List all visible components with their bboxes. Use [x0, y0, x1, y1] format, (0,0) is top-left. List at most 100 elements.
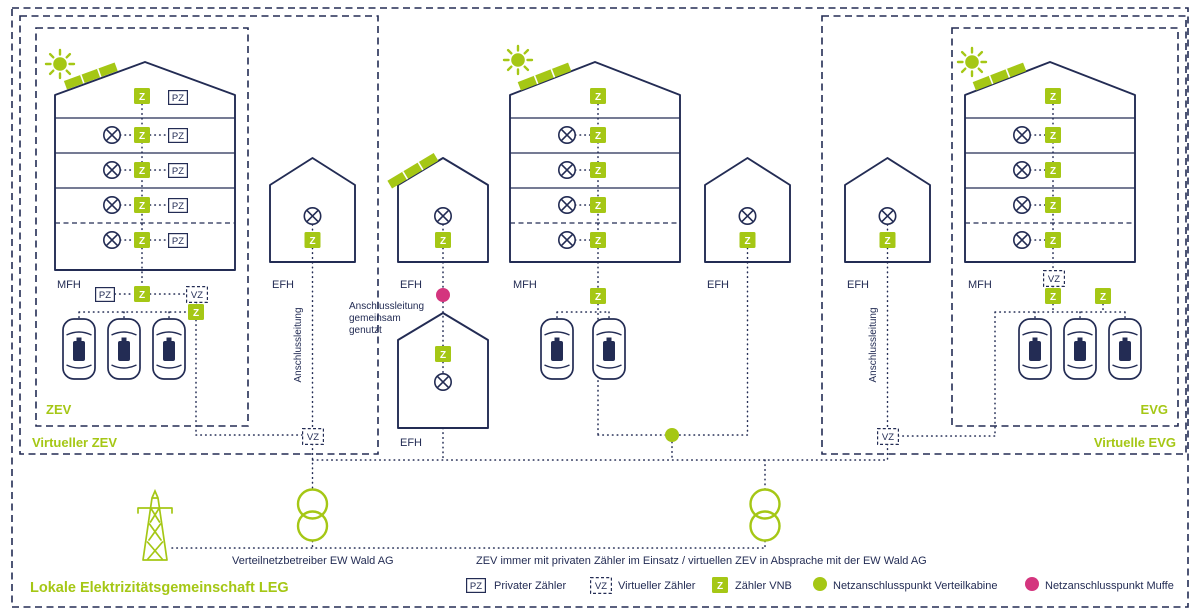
lamp-icon: [738, 207, 757, 225]
ev-car-icon: [1063, 318, 1097, 380]
evg-boundary: [951, 27, 1179, 427]
netzanschlusspunkt-muffe-dot: [436, 288, 450, 302]
meter-z: [590, 162, 606, 178]
lamp-icon: [1012, 161, 1031, 179]
meter-z: [304, 232, 321, 248]
lamp-icon: [103, 126, 121, 144]
lamp-icon: [1012, 196, 1031, 214]
legend: Privater Zähler Virtueller Zähler Zähler…: [466, 576, 1174, 595]
shared-line-label-1: Anschlussleitung: [349, 301, 424, 312]
lamp-icon: [557, 196, 577, 214]
mfh-left-internal-lines: [119, 103, 169, 287]
private-meter-pz: [168, 163, 188, 178]
legend-meter-z-icon: [712, 577, 728, 593]
grid-operator-label: Verteilnetzbetreiber EW Wald AG: [232, 555, 394, 567]
efh-5-label: EFH: [847, 279, 869, 291]
boundaries: [11, 7, 1189, 608]
private-meter-pz: [168, 89, 188, 106]
transformer-icon: [296, 488, 329, 542]
mfh-left-floors: [55, 117, 235, 189]
efh-2-label: EFH: [400, 279, 422, 291]
ev-car-icon: [592, 318, 626, 380]
netzanschlusspunkt-verteilkabine-dot: [665, 428, 679, 442]
building-labels: MFH EFH EFH EFH MFH EFH EFH MFH: [57, 279, 992, 449]
ev-car-icon: [107, 318, 141, 380]
legend-verteilkabine-dot: [813, 577, 827, 591]
shared-line-label-2: gemeinsam: [349, 313, 401, 324]
meter-z: [879, 232, 896, 248]
meter-z: [590, 288, 606, 304]
meter-z: [1045, 88, 1061, 104]
legend-private-meter-icon: [466, 577, 486, 594]
lamp-icon: [878, 207, 897, 225]
zev-note: ZEV immer mit privaten Zähler im Einsatz…: [476, 555, 927, 567]
lamp-icon: [433, 372, 453, 392]
virtual-meter-vz: [186, 286, 208, 303]
mfh-right-floors: [965, 117, 1135, 189]
private-meter-pz: [168, 233, 188, 248]
legend-verteilkabine-label: Netzanschlusspunkt Verteilkabine: [833, 580, 997, 592]
ev-car-icon: [540, 318, 574, 380]
lamp-icon: [303, 207, 322, 225]
meter-z: [134, 88, 150, 104]
virtual-evg-boundary: [821, 15, 1187, 455]
private-meter-pz: [168, 198, 188, 213]
evg-group-lines: [897, 103, 1126, 437]
mfh-middle-label: MFH: [513, 279, 537, 291]
leg-label: Lokale Elektrizitätsgemeinschaft LEG: [30, 580, 289, 596]
meter-z: [590, 197, 606, 213]
footer-texts: Verteilnetzbetreiber EW Wald AG ZEV imme…: [232, 555, 927, 567]
meter-z: [1045, 288, 1061, 304]
legend-muffe-label: Netzanschlusspunkt Muffe: [1045, 580, 1174, 592]
lamp-icon: [433, 207, 453, 225]
anschlussleitung-label-right: Anschlussleitung: [868, 307, 879, 382]
meter-z: [134, 162, 150, 178]
meter-z: [1095, 288, 1111, 304]
sun-icon: [502, 44, 534, 76]
virtual-zev-boundary: [19, 15, 379, 455]
meter-z: [134, 286, 150, 302]
meter-z: [188, 304, 204, 320]
ev-car-icon: [152, 318, 186, 380]
boundary-labels: ZEV Virtueller ZEV EVG Virtuelle EVG Lok…: [30, 402, 1176, 596]
lamp-icon: [103, 196, 121, 214]
power-pylon-icon: [137, 490, 173, 561]
virtual-meter-vz: [1042, 270, 1066, 287]
meter-z: [1045, 197, 1061, 213]
connection-labels: Anschlussleitung Anschlussleitung Anschl…: [293, 301, 879, 383]
lamp-icon: [557, 231, 577, 249]
evg-label: EVG: [1141, 402, 1168, 417]
floor-separators: [55, 117, 1135, 224]
meter-z: [739, 232, 756, 248]
meter-z: [590, 88, 606, 104]
legend-meter-z-label: Zähler VNB: [735, 580, 792, 592]
lamp-icon: [557, 126, 577, 144]
efh-3-house: [397, 312, 489, 429]
virtual-zev-label: Virtueller ZEV: [32, 435, 117, 450]
shared-line-label-3: genutzt: [349, 325, 382, 336]
efh-4-label: EFH: [707, 279, 729, 291]
lamp-icon: [1012, 126, 1031, 144]
virtual-evg-label: Virtuelle EVG: [1094, 435, 1176, 450]
private-meter-pz: [168, 128, 188, 143]
mfh-middle-internal-lines: [574, 103, 599, 289]
zev-label: ZEV: [46, 402, 72, 417]
private-meter-pz: [94, 287, 116, 302]
zev-group-lines: [78, 293, 303, 436]
legend-virtual-meter-label: Virtueller Zähler: [618, 580, 696, 592]
legend-muffe-dot: [1025, 577, 1039, 591]
virtual-meter-vz: [302, 428, 324, 445]
lamp-icon: [557, 161, 577, 179]
meter-z: [134, 232, 150, 248]
efh-1-label: EFH: [272, 279, 294, 291]
mfh-left-label: MFH: [57, 279, 81, 291]
anschlussleitung-label-left: Anschlussleitung: [293, 307, 304, 382]
ev-car-icon: [62, 318, 96, 380]
ev-car-icon: [1018, 318, 1052, 380]
sun-icon: [44, 48, 76, 80]
mfh-middle-floors: [510, 117, 680, 189]
meter-z: [1045, 127, 1061, 143]
meter-z: [1045, 162, 1061, 178]
